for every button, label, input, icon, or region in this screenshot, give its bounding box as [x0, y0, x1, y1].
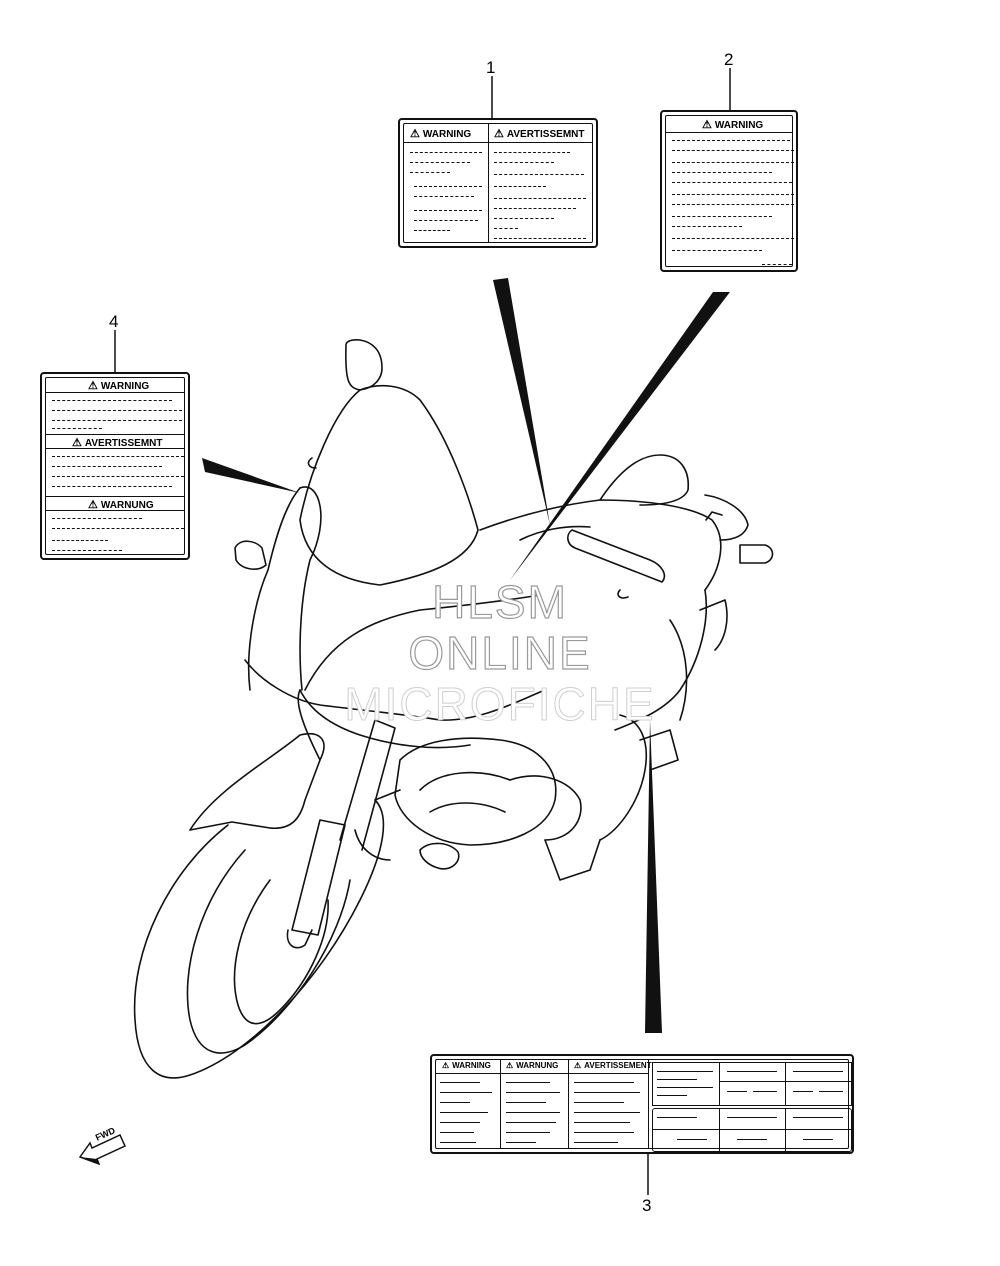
- warning-label-2: ⚠WARNING: [660, 110, 798, 272]
- warning-triangle-icon: ⚠: [494, 128, 504, 140]
- callout-number-2: 2: [724, 50, 734, 69]
- tire-info-panel-upper: [652, 1062, 852, 1106]
- label-3-header-warnung: WARNUNG: [516, 1061, 559, 1070]
- warning-triangle-icon: ⚠: [506, 1061, 514, 1070]
- label-1-header-warning: WARNING: [422, 129, 472, 140]
- warning-triangle-icon: ⚠: [88, 380, 98, 392]
- pointer-wedge-label-4: [202, 458, 300, 493]
- watermark-line-1: HLSM: [431, 575, 568, 628]
- warning-triangle-icon: ⚠: [442, 1061, 450, 1070]
- warning-triangle-icon: ⚠: [88, 499, 98, 511]
- warning-triangle-icon: ⚠: [574, 1061, 582, 1070]
- warning-label-1: ⚠WARNING ⚠AVERTISSEMNT: [398, 118, 598, 248]
- label-3-header-avertissement: AVERTISSEMENT: [584, 1061, 652, 1070]
- fwd-arrow-icon: [78, 1134, 126, 1165]
- pointer-wedge-label-3: [645, 720, 662, 1033]
- label-1-header-avertissement: AVERTISSEMNT: [506, 129, 585, 140]
- pointer-wedge-label-2: [510, 292, 730, 580]
- label-4-header-warnung: WARNUNG: [100, 500, 154, 511]
- tire-info-panel-lower: [652, 1108, 852, 1152]
- warning-triangle-icon: ⚠: [410, 128, 420, 140]
- warning-label-3: ⚠WARNING ⚠WARNUNG ⚠AVERTISSEMENT: [430, 1054, 854, 1154]
- warning-triangle-icon: ⚠: [72, 437, 82, 449]
- watermark-line-2: ONLINE: [408, 626, 592, 679]
- label-4-header-warning: WARNING: [100, 381, 150, 392]
- label-4-header-avertissement: AVERTISSEMNT: [84, 438, 163, 449]
- watermark-line-3: MICROFICHE: [344, 678, 656, 731]
- callout-number-1: 1: [486, 58, 496, 77]
- warning-triangle-icon: ⚠: [702, 119, 712, 131]
- label-2-header-warning: WARNING: [714, 120, 764, 131]
- callout-number-3: 3: [642, 1196, 652, 1215]
- pointer-wedge-label-1: [493, 278, 550, 525]
- warning-label-4: ⚠WARNING ⚠AVERTISSEMNT ⚠WARNUNG: [40, 372, 190, 560]
- label-3-header-warning: WARNING: [452, 1061, 491, 1070]
- callout-number-4: 4: [109, 312, 119, 331]
